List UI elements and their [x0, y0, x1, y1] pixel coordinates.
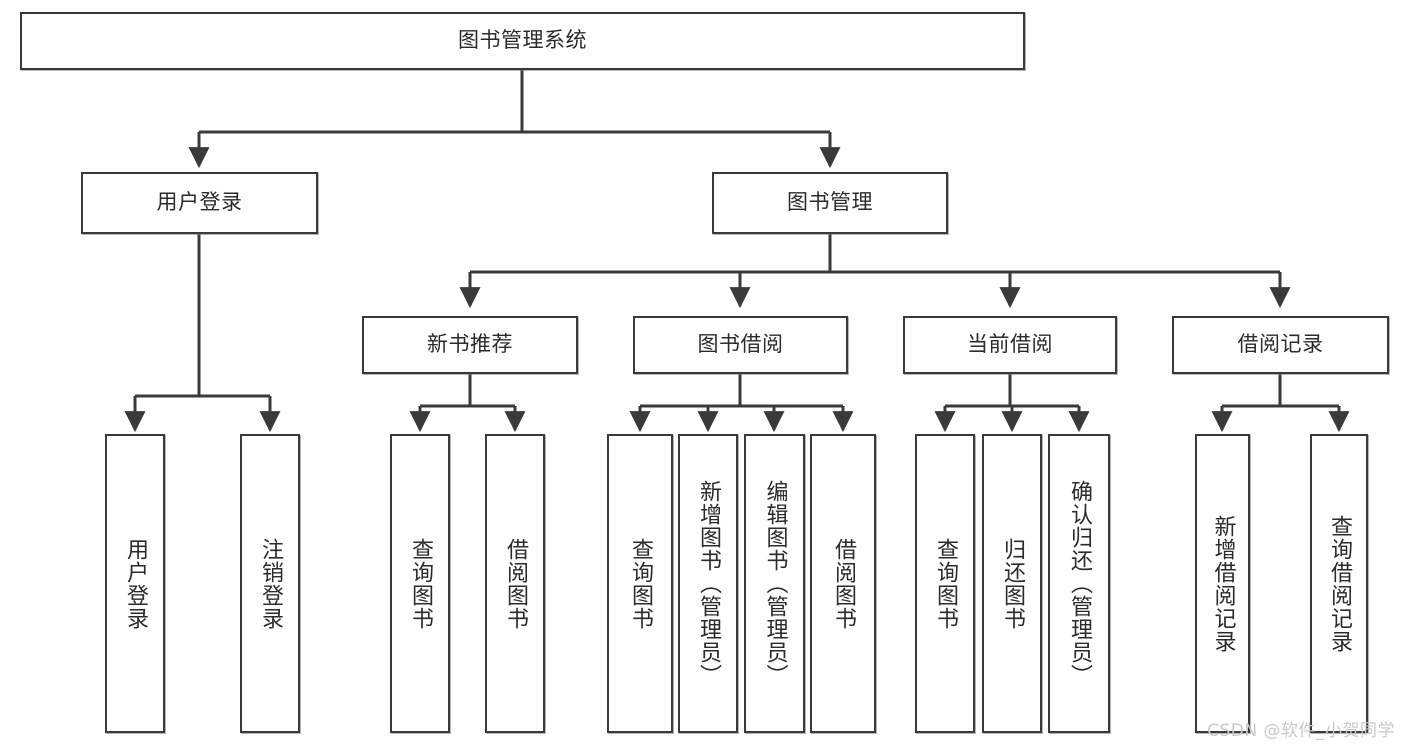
- node-label: 新书推荐: [427, 332, 513, 357]
- node-label: 图书管理系统: [458, 28, 587, 53]
- node-book-management[interactable]: 图书管理: [712, 172, 948, 234]
- leaf-borrow-book[interactable]: 借阅图书: [810, 434, 876, 733]
- node-user-login[interactable]: 用户登录: [81, 172, 318, 234]
- node-label: 归还图书: [999, 537, 1025, 630]
- node-label: 借阅图书: [502, 537, 528, 630]
- leaf-edit-book-admin[interactable]: 编辑图书（管理员）: [744, 434, 805, 733]
- node-label: 新增借阅记录: [1210, 514, 1236, 653]
- watermark-csdn: CSDN @软件_小贺同学: [1207, 721, 1395, 741]
- node-new-book-recommend[interactable]: 新书推荐: [362, 316, 578, 374]
- node-label: 用户登录: [156, 190, 243, 215]
- leaf-borrow-book-recommend[interactable]: 借阅图书: [485, 434, 545, 733]
- leaf-add-borrow-record[interactable]: 新增借阅记录: [1195, 434, 1250, 733]
- node-label: 借阅记录: [1237, 332, 1324, 357]
- node-label: 查询图书: [627, 537, 653, 630]
- leaf-user-login[interactable]: 用户登录: [105, 434, 165, 733]
- leaf-query-book-recommend[interactable]: 查询图书: [390, 434, 450, 733]
- leaf-return-book[interactable]: 归还图书: [982, 434, 1042, 733]
- leaf-logout[interactable]: 注销登录: [240, 434, 300, 733]
- node-label: 查询图书: [932, 537, 958, 630]
- node-label: 图书管理: [787, 190, 873, 215]
- node-label: 确认归还（管理员）: [1066, 480, 1092, 687]
- node-label: 用户登录: [122, 537, 148, 630]
- node-label: 注销登录: [257, 537, 283, 630]
- node-borrow-record[interactable]: 借阅记录: [1172, 316, 1389, 374]
- node-label: 图书借阅: [697, 332, 784, 357]
- node-label: 查询图书: [407, 537, 433, 630]
- node-label: 当前借阅: [967, 332, 1053, 357]
- leaf-add-book-admin[interactable]: 新增图书（管理员）: [678, 434, 738, 733]
- node-book-borrow[interactable]: 图书借阅: [633, 316, 848, 374]
- node-label: 查询借阅记录: [1326, 514, 1352, 653]
- leaf-query-book-current[interactable]: 查询图书: [915, 434, 975, 733]
- leaf-query-book-borrow[interactable]: 查询图书: [607, 434, 673, 733]
- leaf-query-borrow-record[interactable]: 查询借阅记录: [1310, 434, 1368, 733]
- node-label: 借阅图书: [830, 537, 856, 630]
- node-label: 新增图书（管理员）: [695, 480, 721, 687]
- node-current-borrow[interactable]: 当前借阅: [903, 316, 1117, 374]
- node-label: 编辑图书（管理员）: [762, 480, 788, 687]
- leaf-confirm-return-admin[interactable]: 确认归还（管理员）: [1048, 434, 1110, 733]
- node-root-book-management-system[interactable]: 图书管理系统: [20, 12, 1025, 70]
